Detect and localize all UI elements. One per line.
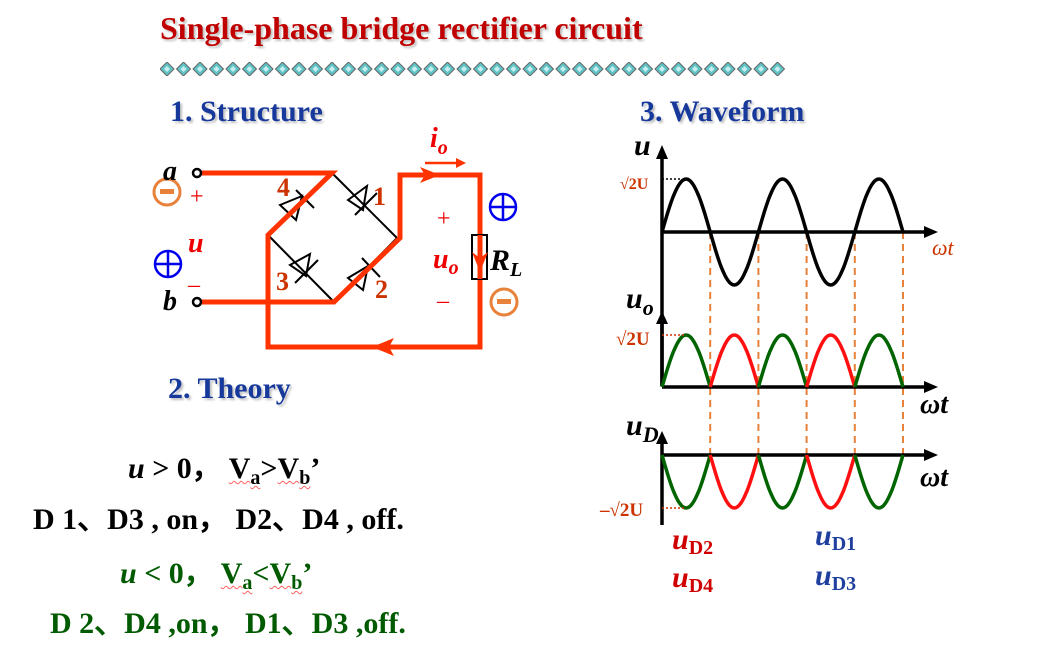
ud-diode-voltage-segment xyxy=(804,454,857,510)
condition-text: < 0， xyxy=(136,557,221,590)
load-label: RL xyxy=(489,244,522,281)
io-arrow-icon xyxy=(456,158,466,168)
u-peak-label: √2U xyxy=(620,176,649,193)
uo-rectified-segment xyxy=(660,333,712,388)
waveform-chart: u √2U ωt uo √2U ωt uD –√2U ωt uD2 uD4 uD… xyxy=(599,129,955,597)
diode-1-label: 1 xyxy=(373,182,386,211)
load-current-arrow-icon xyxy=(472,252,488,272)
uo-rectified-segment xyxy=(853,333,905,388)
output-voltage-label: uo xyxy=(433,244,459,279)
relation: > xyxy=(260,452,278,485)
ud-x-arrow-icon xyxy=(924,449,938,461)
tail: ’ xyxy=(302,557,313,590)
theory-positive-result: D 1、D3 , on， D2、D4 , off. xyxy=(33,503,404,536)
va-sub: a xyxy=(242,572,253,594)
va: V xyxy=(228,452,251,485)
vb-sub: b xyxy=(299,467,311,489)
ud-axis-arrow-icon xyxy=(656,431,668,444)
va-sub: a xyxy=(250,467,261,489)
u-sine-segment xyxy=(660,177,712,233)
plus-polarity-output-icon xyxy=(488,192,518,222)
u-axis-label: u xyxy=(634,129,651,162)
diode-2-label: 2 xyxy=(375,275,388,304)
section-structure-heading: 1. Structure xyxy=(170,95,323,128)
plus-polarity-input-icon xyxy=(153,249,183,279)
uo-axis-arrow-icon xyxy=(656,311,668,324)
var-u: u xyxy=(120,557,137,590)
input-minus-sign: – xyxy=(187,272,201,298)
section-waveform-heading: 3. Waveform xyxy=(640,95,805,128)
ud-diode-voltage-segment xyxy=(660,454,712,510)
current-arrow-left-icon xyxy=(372,338,394,356)
legend-ud2: uD2 xyxy=(672,523,713,559)
bridge-circuit: a b + – u 4 1 3 2 io + – uo RL xyxy=(152,123,522,356)
terminal-a-label: a xyxy=(163,156,177,187)
terminal-b-label: b xyxy=(163,286,177,317)
vb: V xyxy=(277,452,300,485)
terminal-a xyxy=(191,167,203,179)
diode-3-label: 3 xyxy=(276,267,289,296)
condition-text: > 0， xyxy=(144,452,229,485)
u-sine-segment xyxy=(853,177,905,233)
vb: V xyxy=(269,557,292,590)
ud-x-label: ωt xyxy=(920,462,949,493)
ud-axis-label: uD xyxy=(626,409,659,447)
ud-diode-voltage-segment xyxy=(756,454,809,510)
output-current-label: io xyxy=(430,123,448,159)
u-sine-segment xyxy=(708,231,761,287)
legend-ud3: uD3 xyxy=(815,559,856,595)
u-x-arrow-icon xyxy=(924,226,938,238)
output-plus-sign: + xyxy=(437,206,451,232)
minus-polarity-input-icon xyxy=(152,177,182,207)
page-title: Single-phase bridge rectifier circuit xyxy=(160,10,643,46)
uo-x-arrow-icon xyxy=(924,381,938,393)
legend-ud4: uD4 xyxy=(672,561,713,597)
u-sine-segment xyxy=(804,231,857,287)
ud-neg-peak-label: –√2U xyxy=(599,500,643,521)
diode-1-icon xyxy=(346,183,378,216)
uo-rectified-segment xyxy=(708,333,761,388)
uo-peak-label: √2U xyxy=(616,329,650,350)
ud-diode-voltage-segment xyxy=(708,454,761,510)
u-x-label: ωt xyxy=(932,235,955,260)
diode-3-icon xyxy=(288,252,319,284)
vb-sub: b xyxy=(291,572,303,594)
input-plus-sign: + xyxy=(190,184,204,210)
terminal-b xyxy=(191,296,203,308)
u-axis-arrow-icon xyxy=(656,145,668,159)
uo-axis-label: uo xyxy=(626,282,654,320)
minus-polarity-output-icon xyxy=(489,287,519,317)
theory-negative-result: D 2、D4 ,on， D1、D3 ,off. xyxy=(50,607,406,640)
section-theory-heading: 2. Theory xyxy=(168,372,291,405)
tail: ’ xyxy=(310,452,321,485)
input-voltage-label: u xyxy=(188,228,204,259)
theory-negative-condition: u < 0， Va<Vb’ xyxy=(120,548,312,595)
uo-x-label: ωt xyxy=(920,389,949,420)
var-u: u xyxy=(128,452,145,485)
uo-rectified-segment xyxy=(756,333,809,388)
va: V xyxy=(220,557,243,590)
u-sine-segment xyxy=(756,177,809,233)
decorative-divider xyxy=(160,62,786,76)
uo-rectified-segment xyxy=(804,333,857,388)
legend-ud1: uD1 xyxy=(815,519,856,555)
ud-diode-voltage-segment xyxy=(853,454,905,510)
current-arrow-right-icon xyxy=(420,167,440,183)
theory-positive-condition: u > 0， Va>Vb’ xyxy=(128,443,320,490)
relation: < xyxy=(252,557,270,590)
output-minus-sign: – xyxy=(436,288,450,314)
diode-4-label: 4 xyxy=(277,173,290,202)
